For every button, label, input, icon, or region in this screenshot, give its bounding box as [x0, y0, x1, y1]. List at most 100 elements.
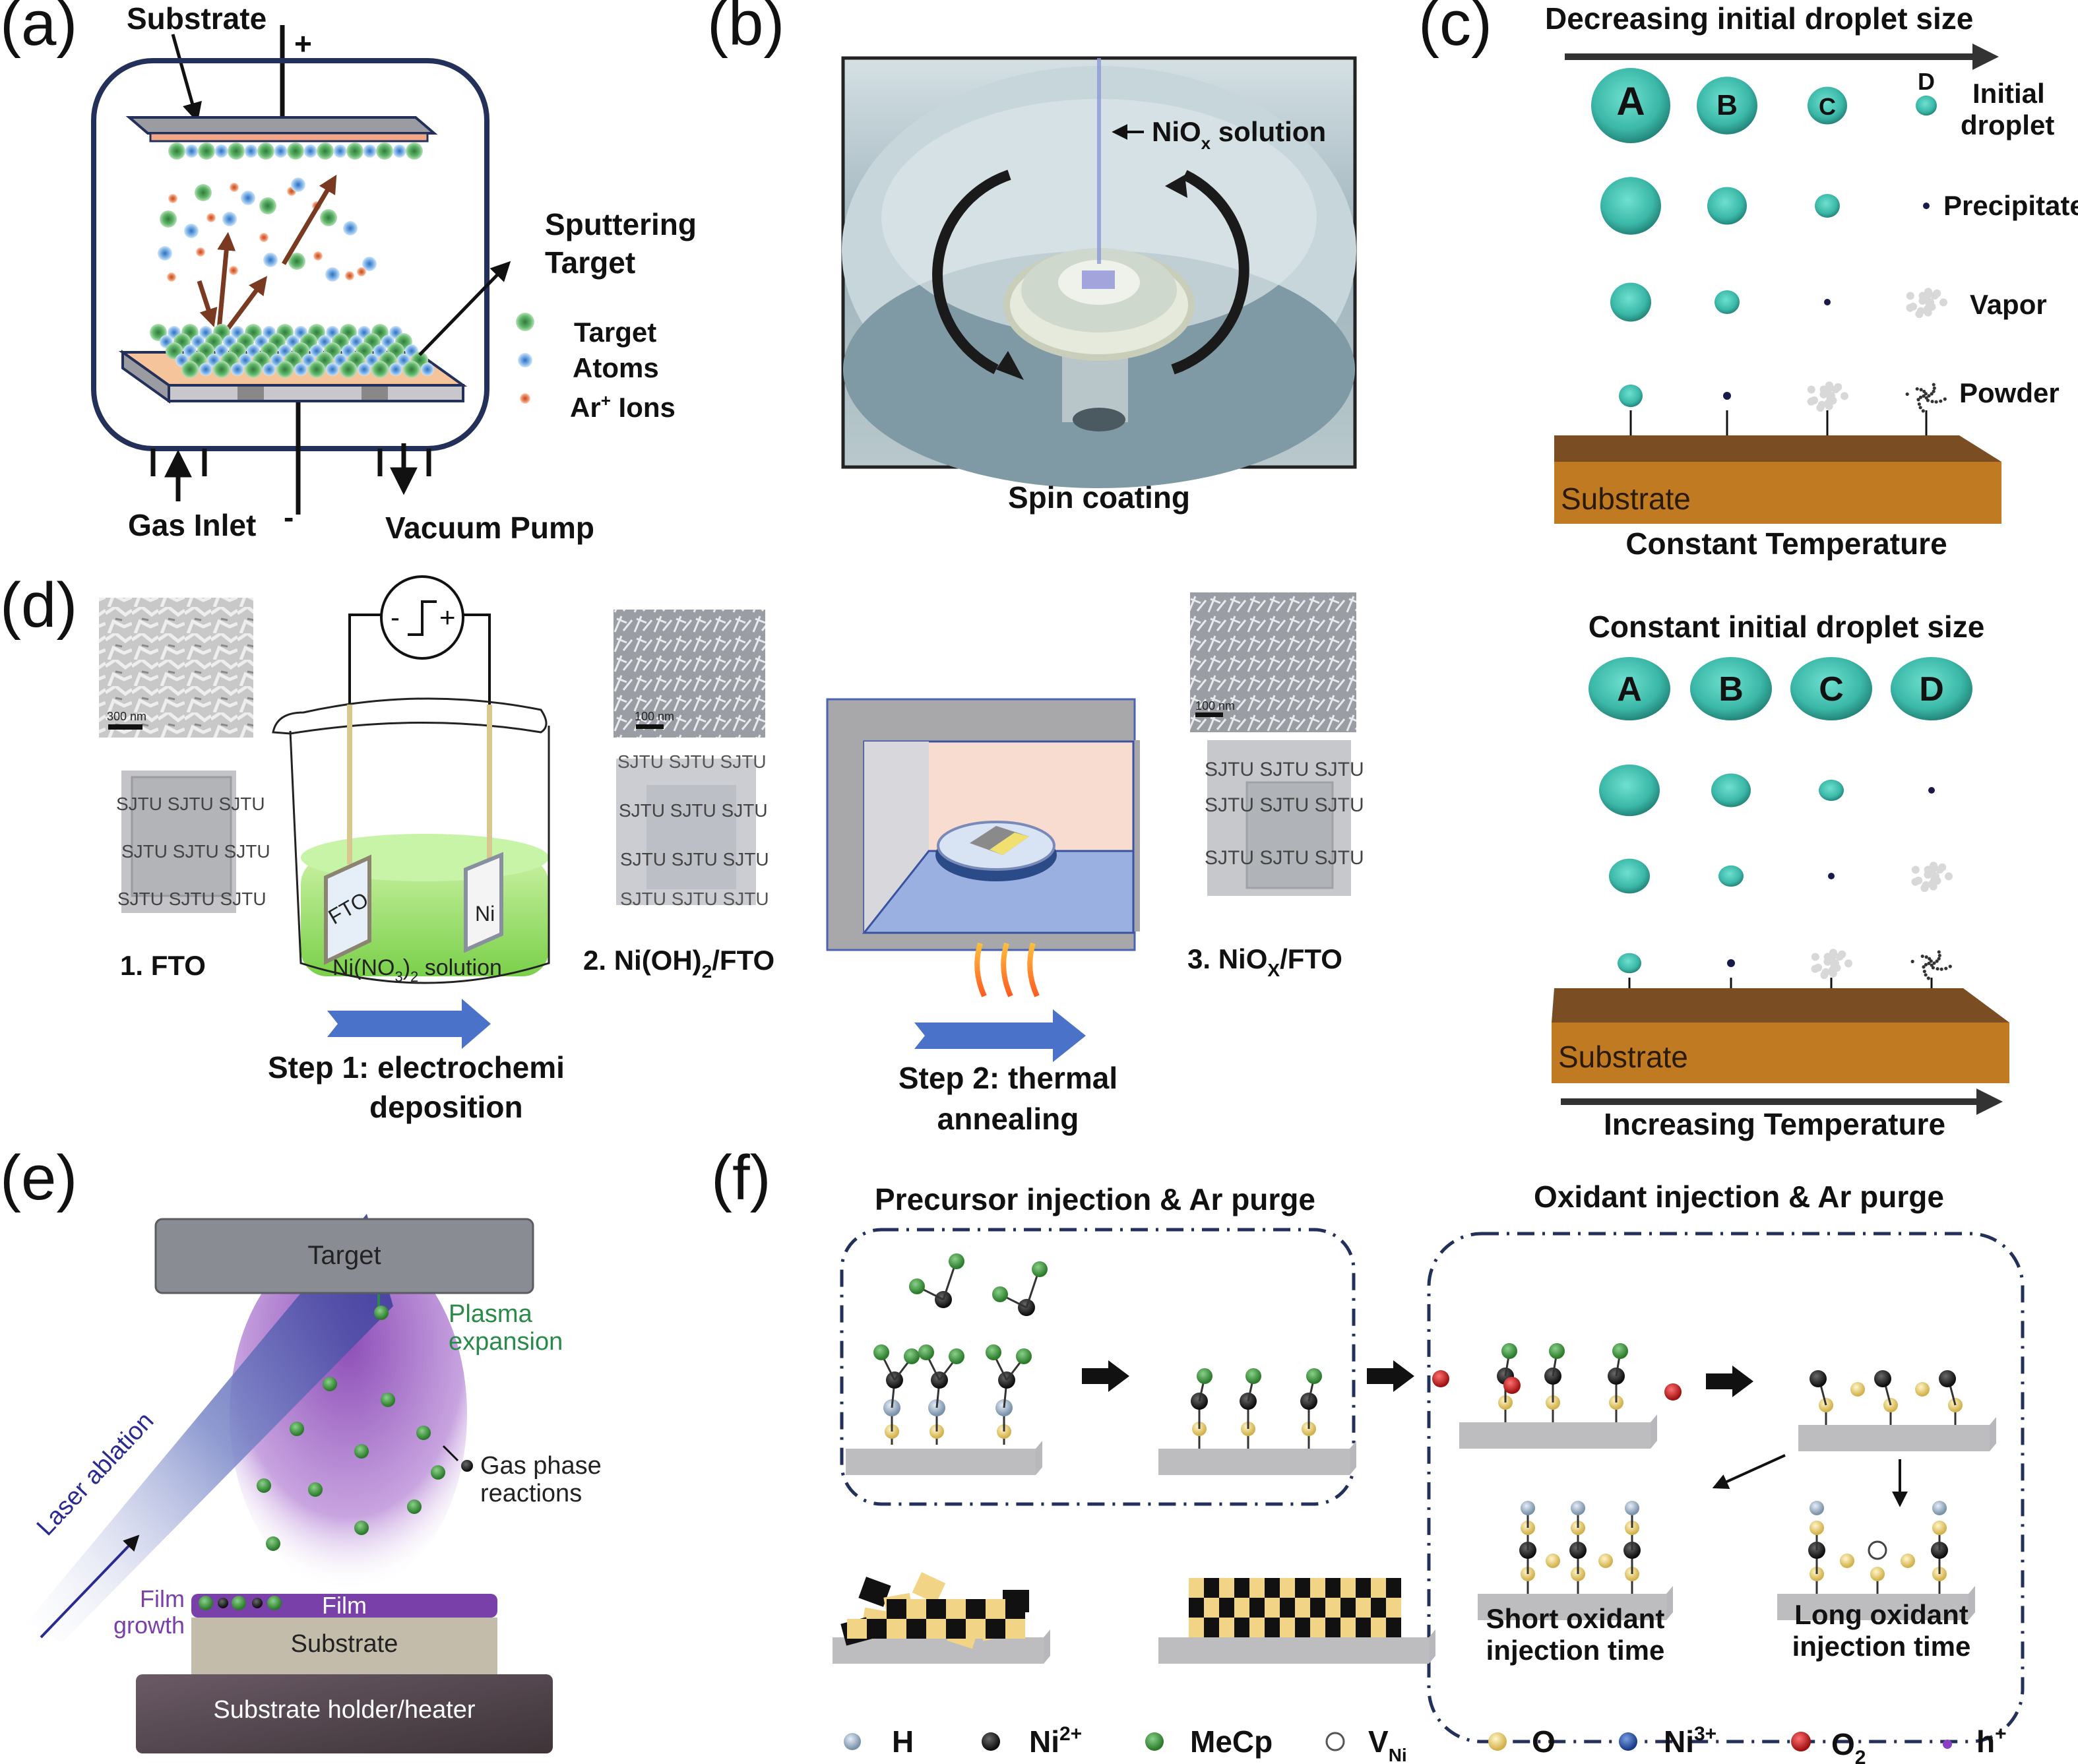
precipitate-particle	[1824, 299, 1831, 305]
legend-o-icon	[1488, 1732, 1507, 1751]
film-grain	[1265, 1618, 1280, 1637]
o-atom	[1546, 1554, 1560, 1568]
vapor-puff	[1811, 953, 1819, 961]
ald-molecular-schematic	[833, 1253, 1996, 1664]
film-grain	[847, 1619, 867, 1639]
legend-ni2-icon	[982, 1732, 1000, 1751]
pld-target-label: Target	[307, 1241, 381, 1270]
vapor-puff	[1828, 966, 1837, 974]
target-atom	[371, 361, 389, 378]
substrate-top-face-bottom	[1552, 988, 2009, 1023]
atom	[389, 363, 402, 376]
vapor-puff	[1829, 952, 1837, 961]
step2-caption-line1: Step 2: thermal	[898, 1061, 1118, 1095]
deposited-atom-row	[168, 142, 423, 160]
film-grain	[1204, 1578, 1219, 1598]
plasma-particle	[407, 1499, 422, 1514]
film-grain	[1280, 1598, 1295, 1618]
pld-substrate-label: Substrate	[291, 1630, 398, 1658]
film-grain	[1310, 1598, 1325, 1618]
legend-hole-text: h+	[1976, 1723, 2007, 1759]
film-grain	[1356, 1578, 1371, 1598]
powder-particle	[1929, 959, 1933, 963]
transition-arrow	[1712, 1454, 1786, 1490]
svg-text:SJTU SJTU SJTU: SJTU SJTU SJTU	[116, 794, 265, 814]
process-arrow-icon	[1082, 1360, 1129, 1392]
step-niox-label: 3. NiOX/FTO	[1187, 943, 1342, 980]
plasma-particle	[354, 1521, 369, 1535]
row-label-precipitate: Precipitate	[1943, 190, 2078, 221]
film-grain	[1249, 1598, 1265, 1618]
atom	[333, 144, 347, 158]
powder-particle	[1919, 388, 1923, 392]
droplet-letter-label: C	[1819, 93, 1836, 120]
vapor-puff	[1914, 876, 1923, 885]
substrate-block-top	[1554, 462, 2001, 524]
atom	[244, 144, 258, 158]
svg-text:SJTU SJTU SJTU: SJTU SJTU SJTU	[620, 849, 769, 869]
vapor-puff	[1929, 865, 1937, 873]
anode-plate	[125, 116, 438, 135]
film-grain	[1310, 1618, 1325, 1637]
legend-o2-text: O2	[1831, 1727, 1866, 1764]
ar-ion	[345, 271, 354, 280]
substrate-pointer-arrow	[171, 34, 202, 123]
powder-particle	[1924, 392, 1928, 396]
atom	[199, 363, 212, 376]
film-grain	[1325, 1618, 1340, 1637]
powder-particle	[1921, 409, 1925, 413]
film-grain	[1356, 1618, 1371, 1637]
atom	[263, 363, 276, 376]
ald-legend: H Ni2+ MeCp VNi O Ni3+ O2 h+	[844, 1723, 2007, 1764]
vapor-puff	[1939, 298, 1947, 307]
target-atom-lattice	[150, 324, 434, 378]
precipitate-particle	[1727, 959, 1735, 967]
film-grain	[946, 1619, 966, 1639]
film-grain	[926, 1599, 946, 1619]
precipitate-particle	[1923, 203, 1930, 209]
power-supply	[348, 575, 491, 705]
substrate-block-bottom	[1552, 1023, 2009, 1083]
droplet	[1599, 764, 1660, 817]
sem-scale-niox: 100 nm	[1195, 699, 1235, 712]
plasma-expansion-line2: expansion	[449, 1328, 563, 1356]
film-grain	[1265, 1598, 1280, 1618]
sputtered-atom	[343, 221, 358, 236]
film-grain	[1325, 1598, 1340, 1618]
power-plus-sign: +	[439, 602, 456, 633]
film-grain	[926, 1619, 946, 1639]
powder-particle	[1937, 950, 1941, 954]
droplet	[1718, 865, 1744, 887]
ion-impact-arrows	[197, 174, 337, 332]
panel-label-a: (a)	[0, 0, 77, 59]
sputtered-atom	[222, 212, 237, 226]
sputtered-atom	[362, 257, 377, 271]
atom	[358, 363, 371, 376]
rotation-arrow-right-icon	[1171, 170, 1249, 375]
target-atom	[340, 361, 357, 378]
row-label-powder: Powder	[1959, 377, 2060, 408]
droplet	[1819, 779, 1844, 802]
film-grain	[1219, 1578, 1234, 1598]
target-atom	[308, 361, 325, 378]
legend-atoms-text: Atoms	[573, 352, 659, 383]
panel-label-f: (f)	[711, 1143, 771, 1213]
laser-direction-arrow	[40, 1534, 140, 1639]
o-atom	[1840, 1554, 1854, 1568]
gas-inlet-port	[150, 449, 207, 501]
film-grain	[1219, 1598, 1234, 1618]
film-grain	[946, 1599, 966, 1619]
o2-molecule	[1503, 1377, 1521, 1394]
film-grain	[1280, 1618, 1295, 1637]
film-grain	[867, 1619, 887, 1639]
ni-atom	[1810, 1370, 1827, 1387]
increasing-temperature-caption: Increasing Temperature	[1604, 1107, 1945, 1141]
pld-substrate	[191, 1618, 497, 1674]
o-atom	[1850, 1382, 1865, 1397]
svg-text:SJTU SJTU SJTU: SJTU SJTU SJTU	[1205, 794, 1364, 816]
h-atom	[1521, 1501, 1535, 1515]
